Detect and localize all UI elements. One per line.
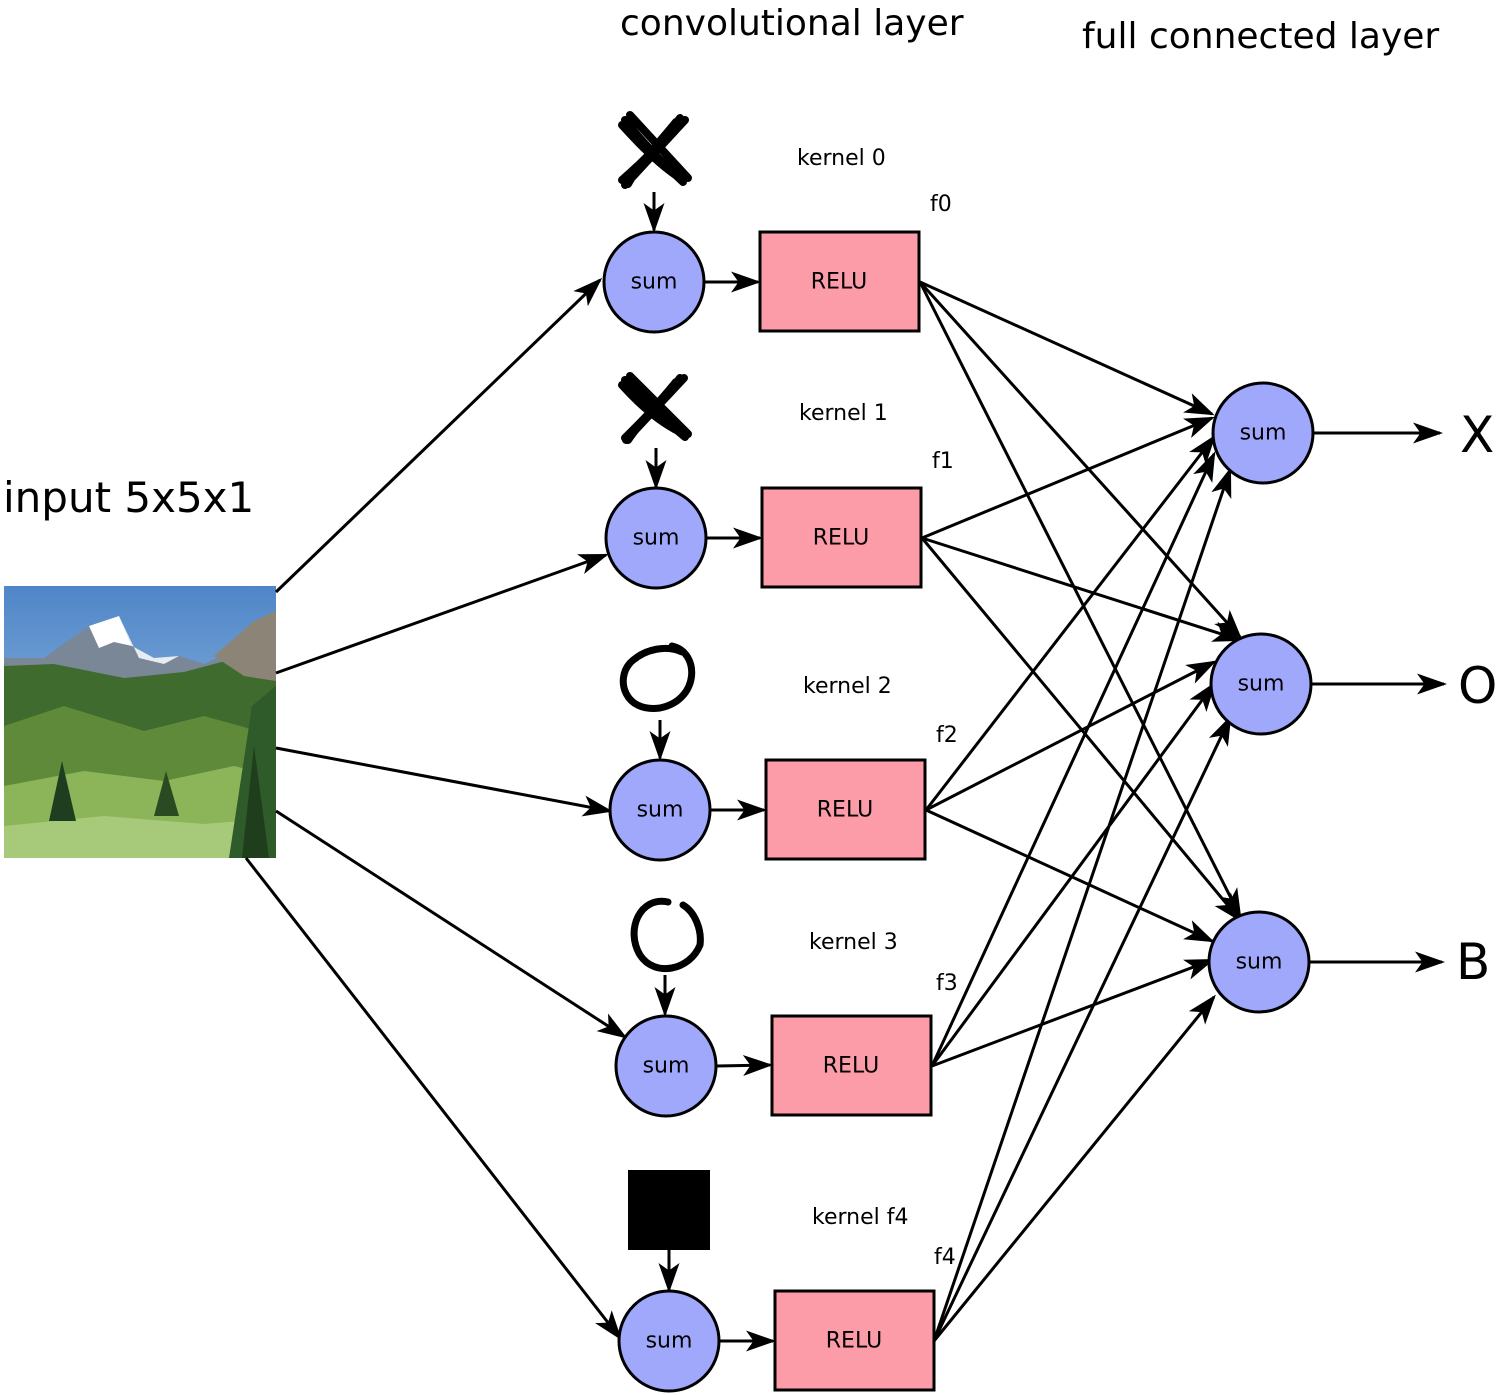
conv-sum-2-label: sum [637,798,684,823]
output-label-o: O [1458,657,1497,715]
kernel-4-symbol [628,1170,710,1250]
relu-2-label: RELU [817,798,873,823]
output-row-0: sum X [1211,381,1494,485]
output-sum-0-label: sum [1240,421,1287,446]
relu-0 [758,230,921,333]
sum-relu-edges [705,271,776,1352]
kernel-1-symbol [618,372,692,444]
conv-sum-3 [614,1014,718,1118]
kernel-edges [643,192,680,1293]
relu-4 [773,1289,936,1392]
relu-1 [760,486,923,589]
relu-0-label: RELU [811,270,867,295]
relu-2 [764,758,927,861]
conv-row-4: sum RELU [617,1289,936,1393]
kernel-3-symbol [630,897,704,973]
relu-4-label: RELU [826,1329,882,1354]
kernel-2-label: kernel 2 [803,674,892,699]
conv-layer-title: convolutional layer [620,3,964,44]
relu-3-label: RELU [823,1054,879,1079]
input-label: input 5x5x1 [3,473,254,522]
kernel-3-label: kernel 3 [809,930,898,955]
relu-1-label: RELU [813,526,869,551]
conv-row-2: sum RELU [608,758,927,862]
conv-sum-3-label: sum [643,1054,690,1079]
conv-sum-4-label: sum [646,1329,693,1354]
kernel-1-label: kernel 1 [799,401,888,426]
kernel-2-symbol [619,642,696,712]
conv-sum-0-label: sum [631,270,678,295]
output-label-x: X [1460,406,1494,464]
input-edges [244,277,628,1341]
conv-sum-1 [604,486,708,590]
kernel-4-label: kernel f4 [812,1205,908,1230]
f1-label: f1 [932,449,954,474]
output-row-1: sum O [1209,632,1497,736]
f2-label: f2 [936,723,958,748]
relu-3 [770,1014,933,1117]
input-image [4,586,276,858]
conv-sum-4 [617,1289,721,1393]
conv-sum-2 [608,758,712,862]
f3-label: f3 [936,971,958,996]
f0-label: f0 [930,192,952,217]
output-row-2: sum B [1207,910,1490,1014]
conv-sum-1-label: sum [633,526,680,551]
output-label-b: B [1456,933,1490,991]
conv-row-1: sum RELU [604,486,923,590]
fc-edges [918,280,1243,1342]
conv-row-3: sum RELU [614,1014,933,1118]
f4-label: f4 [934,1245,956,1270]
kernel-0-symbol [618,111,692,189]
kernel-0-label: kernel 0 [797,146,886,171]
conv-row-0: sum RELU [602,230,921,334]
output-sum-2-label: sum [1236,950,1283,975]
conv-sum-0 [602,230,706,334]
output-sum-1-label: sum [1238,672,1285,697]
fc-layer-title: full connected layer [1082,16,1439,57]
